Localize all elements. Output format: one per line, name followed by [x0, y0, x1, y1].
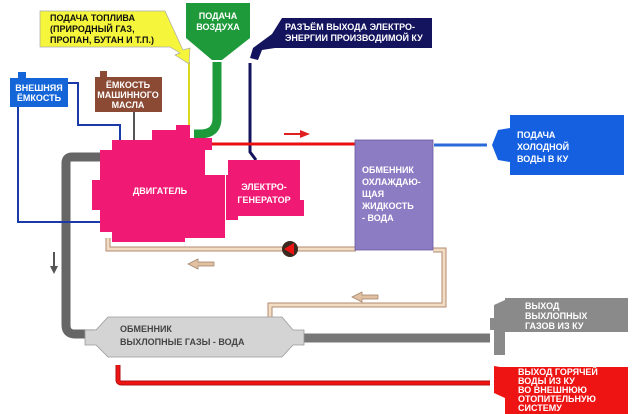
hot-water-label-2: ВОДЫ ИЗ КУ [518, 376, 575, 386]
power-label-1: РАЗЪЁМ ВЫХОДА ЭЛЕКТРО- [285, 22, 415, 32]
air-label-1: ПОДАЧА [199, 11, 238, 21]
external-tank-label-2: ЁМКОСТЬ [17, 93, 62, 103]
flow-arrow-red-icon [284, 130, 310, 138]
oil-tank-label-1: ЁМКОСТЬ [106, 80, 151, 90]
coolant-to-exhaust-pipe [267, 247, 447, 318]
fuel-supply-callout: ПОДАЧА ТОПЛИВА (ПРИРОДНЫЙ ГАЗ, ПРОПАН, Б… [39, 10, 191, 65]
hot-water-label-1: ВЫХОД ГОРЯЧЕЙ [518, 366, 598, 377]
power-output-callout: РАЗЪЁМ ВЫХОДА ЭЛЕКТРО- ЭНЕРГИИ ПРОИЗВОДИ… [250, 18, 432, 60]
cold-water-inlet-callout: ПОДАЧА ХОЛОДНОЙ ВОДЫ В КУ [492, 115, 624, 175]
exhaust-out-label-3: ГАЗОВ ИЗ КУ [525, 321, 584, 331]
exhaust-out-label-1: ВЫХОД [525, 301, 560, 311]
exhaust-pipe-left [61, 152, 100, 339]
pump-icon [282, 241, 298, 257]
cold-water-label-3: ВОДЫ В КУ [517, 154, 569, 164]
hot-water-label-3: ВО ВНЕШНЮЮ [518, 385, 587, 395]
coolant-exchanger-label-2: ОХЛАЖДАЮ- [362, 177, 421, 187]
external-tank: ВНЕШНЯЯ ЁМКОСТЬ [10, 72, 68, 107]
fuel-label-3: ПРОПАН, БУТАН И Т.П.) [50, 35, 154, 45]
oil-tank-label-2: МАШИННОГО [97, 90, 159, 100]
exhaust-exchanger-label-1: ОБМЕННИК [120, 324, 172, 334]
flow-arrow-tan-icon [187, 258, 215, 270]
coolant-water-exchanger: ОБМЕННИК ОХЛАЖДАЮ- ЩАЯ ЖИДКОСТЬ - ВОДА [354, 139, 434, 251]
hot-water-label-5: СИСТЕМУ [518, 403, 562, 413]
air-label-2: ВОЗДУХА [196, 22, 240, 32]
cold-water-label-2: ХОЛОДНОЙ [517, 141, 569, 152]
flow-arrow-gray-down-icon [50, 252, 58, 274]
flow-arrow-tan-icon [351, 291, 379, 303]
exhaust-water-exchanger: ОБМЕННИК ВЫХЛОПНЫЕ ГАЗЫ - ВОДА [84, 316, 305, 358]
power-label-2: ЭНЕРГИИ ПРОИЗВОДИМОЙ КУ [285, 32, 423, 43]
external-tank-label-1: ВНЕШНЯЯ [15, 83, 62, 93]
generator: ЭЛЕКТРО- ГЕНЕРАТОР [226, 160, 304, 220]
exhaust-outlet-callout: ВЫХОД ВЫХЛОПНЫХ ГАЗОВ ИЗ КУ [490, 298, 628, 355]
air-supply-callout: ПОДАЧА ВОЗДУХА [186, 3, 250, 60]
pipes [17, 62, 490, 386]
coolant-exchanger-label-5: - ВОДА [362, 213, 394, 223]
exhaust-exchanger-label-2: ВЫХЛОПНЫЕ ГАЗЫ - ВОДА [120, 337, 245, 347]
air-pipe [194, 62, 222, 139]
engine-label: ДВИГАТЕЛЬ [133, 186, 188, 196]
coolant-exchanger-label-4: ЖИДКОСТЬ [361, 201, 414, 211]
exhaust-out-label-2: ВЫХЛОПНЫХ [525, 311, 587, 321]
generator-label-1: ЭЛЕКТРО- [241, 182, 286, 192]
hot-water-line [115, 365, 490, 386]
hot-water-outlet-callout: ВЫХОД ГОРЯЧЕЙ ВОДЫ ИЗ КУ ВО ВНЕШНЮЮ ОТОП… [494, 366, 628, 414]
oil-tank: ЁМКОСТЬ МАШИННОГО МАСЛА [95, 71, 162, 112]
external-tank-line-right [68, 82, 121, 140]
engine: ДВИГАТЕЛЬ [92, 125, 225, 242]
fuel-label-2: (ПРИРОДНЫЙ ГАЗ, [50, 23, 135, 34]
hot-water-label-4: ОТОПИТЕЛЬНУЮ [518, 394, 596, 404]
coolant-exchanger-label-1: ОБМЕННИК [362, 165, 414, 175]
fuel-label-1: ПОДАЧА ТОПЛИВА [50, 13, 135, 23]
external-tank-line-down [17, 107, 100, 223]
power-line [248, 63, 258, 161]
oil-tank-label-3: МАСЛА [112, 100, 145, 110]
generator-label-2: ГЕНЕРАТОР [237, 195, 290, 205]
coolant-exchanger-label-3: ЩАЯ [362, 189, 384, 199]
cold-water-label-1: ПОДАЧА [517, 130, 556, 140]
